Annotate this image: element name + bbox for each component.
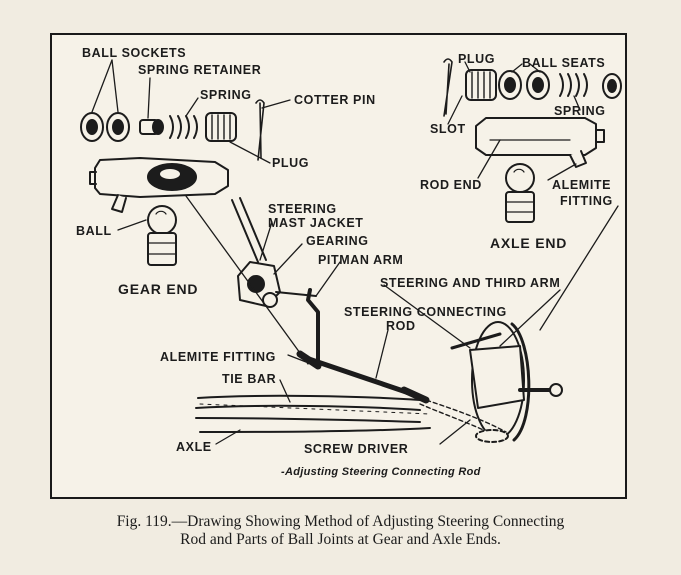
label-alemite-right-1: ALEMITE	[552, 178, 612, 192]
label-ball: BALL	[76, 224, 112, 238]
gear-end-ball-stud	[147, 205, 177, 266]
label-alemite-fitting-left: ALEMITE FITTING	[160, 350, 276, 364]
label-tie-bar: TIE BAR	[222, 372, 277, 386]
label-plug-right: PLUG	[458, 52, 496, 66]
label-cotter-pin: COTTER PIN	[294, 93, 376, 107]
steering-mast-jacket	[231, 197, 267, 263]
label-slot: SLOT	[430, 122, 466, 136]
screw-driver	[419, 397, 509, 443]
plug-right-part	[465, 69, 497, 101]
ball-seats-parts	[498, 70, 550, 100]
figure-caption-line-1: Fig. 119.—Drawing Showing Method of Adju…	[116, 513, 565, 530]
spring-left-part	[169, 115, 198, 139]
plug-left-part	[205, 112, 237, 142]
gear-end-rod-end	[89, 157, 229, 213]
steering-connecting-rod	[185, 195, 430, 404]
label-steering-third-arm: STEERING AND THIRD ARM	[380, 276, 561, 290]
inner-caption: -Adjusting Steering Connecting Rod	[281, 466, 481, 478]
label-ball-sockets: BALL SOCKETS	[82, 46, 187, 60]
figure-caption: Fig. 119.—Drawing Showing Method of Adju…	[0, 513, 681, 549]
label-gearing: GEARING	[306, 234, 369, 248]
leaders-top-left	[91, 59, 291, 164]
leaders-main	[215, 205, 619, 445]
leaders-top-right	[447, 61, 581, 125]
pitman-arm	[275, 288, 320, 362]
label-steering-mast-jacket-1: STEERING	[268, 202, 337, 216]
spring-retainer-part	[139, 119, 164, 135]
label-axle: AXLE	[176, 440, 212, 454]
label-spring-retainer: SPRING RETAINER	[138, 63, 262, 77]
label-axle-end: AXLE END	[490, 235, 568, 251]
tie-bar-and-axle	[195, 394, 431, 433]
wheel-spindle-assembly	[450, 321, 563, 442]
label-steering-connecting-rod-1: STEERING CONNECTING	[344, 305, 507, 319]
ball-sockets-parts	[80, 112, 130, 142]
label-steering-connecting-rod-2: ROD	[386, 319, 416, 333]
label-pitman-arm: PITMAN ARM	[318, 253, 404, 267]
label-gear-end: GEAR END	[118, 281, 199, 297]
label-rod-end: ROD END	[420, 178, 482, 192]
label-screw-driver: SCREW DRIVER	[304, 442, 409, 456]
label-spring-right: SPRING	[554, 104, 606, 118]
label-plug-left: PLUG	[272, 156, 310, 170]
steering-gear-box	[237, 261, 281, 308]
figure-caption-line-2: Rod and Parts of Ball Joints at Gear and…	[180, 531, 501, 548]
label-ball-seats: BALL SEATS	[522, 56, 606, 70]
label-steering-mast-jacket-2: MAST JACKET	[268, 216, 364, 230]
label-alemite-right-2: FITTING	[560, 194, 613, 208]
axle-end-ball-stud	[505, 163, 535, 223]
axle-cotter-pin	[443, 58, 453, 117]
diagram-frame	[50, 33, 627, 499]
axle-end-rod-end	[475, 117, 605, 168]
spring-cap-right	[602, 73, 622, 99]
cotter-pin-left-part	[255, 99, 265, 161]
spring-right-part	[559, 73, 588, 97]
label-spring-left: SPRING	[200, 88, 252, 102]
